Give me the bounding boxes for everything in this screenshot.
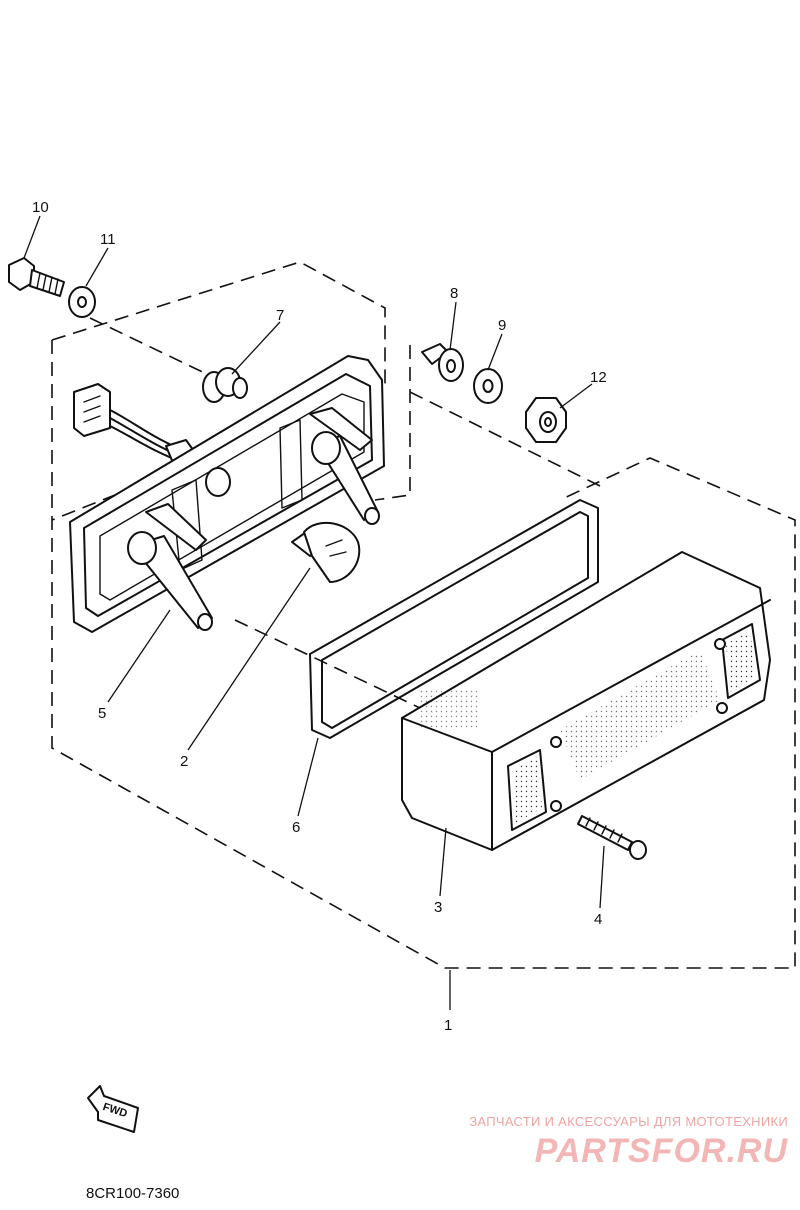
callout-1: 1 xyxy=(444,1017,452,1034)
diagram-code: 8CR100-7360 xyxy=(86,1185,180,1202)
lens-3 xyxy=(401,551,771,851)
lamp-housing-5 xyxy=(69,355,385,633)
bolt-10 xyxy=(8,257,65,297)
washer-11 xyxy=(68,286,96,318)
grommet-7 xyxy=(202,367,248,403)
washer-9 xyxy=(473,368,503,404)
bulb-2 xyxy=(291,522,361,583)
collar-8 xyxy=(421,343,464,382)
leader-lines xyxy=(23,215,605,1010)
callout-labels: 10 11 7 8 9 12 5 2 6 3 4 1 xyxy=(32,199,607,1034)
callout-4: 4 xyxy=(594,911,602,928)
gasket-6 xyxy=(309,499,599,739)
callout-12: 12 xyxy=(590,369,607,386)
callout-3: 3 xyxy=(434,899,442,916)
callout-2: 2 xyxy=(180,753,188,770)
callout-10: 10 xyxy=(32,199,49,216)
nut-12 xyxy=(525,397,567,443)
fwd-arrow: FWD xyxy=(87,1085,139,1133)
callout-9: 9 xyxy=(498,317,506,334)
watermark-logo: PARTSFOR.RU xyxy=(534,1132,788,1170)
callout-11: 11 xyxy=(100,231,116,248)
callout-5: 5 xyxy=(98,705,106,722)
screw-4 xyxy=(577,815,647,860)
callout-6: 6 xyxy=(292,819,300,836)
watermark-tagline: ЗАПЧАСТИ И АКСЕССУАРЫ ДЛЯ МОТОТЕХНИКИ xyxy=(469,1114,788,1129)
callout-8: 8 xyxy=(450,285,458,302)
callout-7: 7 xyxy=(276,307,284,324)
